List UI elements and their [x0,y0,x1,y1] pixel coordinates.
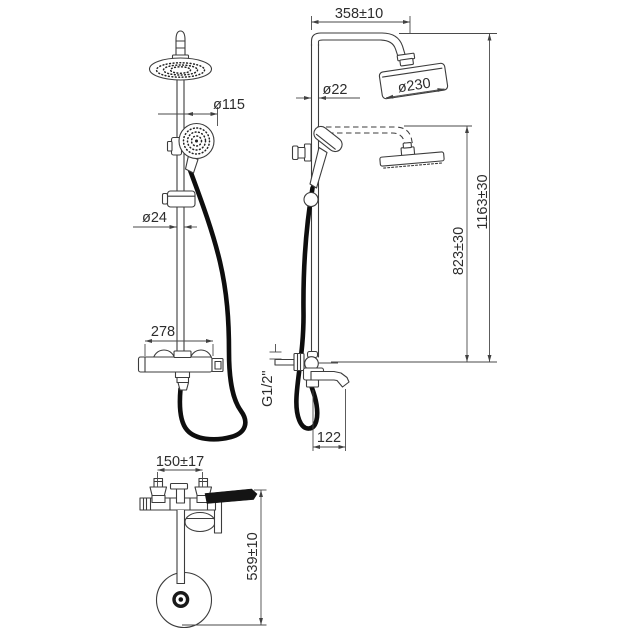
soap-dish-top [184,511,216,533]
tub-spout-side [310,370,350,388]
shower-hose-front [177,167,248,442]
overhead-shower-lowered-side [379,142,445,169]
hand-shower-front [178,122,215,174]
shower-hose-side [294,185,320,431]
side-view: ø230 [260,6,497,451]
dim-height-raised: 1163±30 [331,33,497,363]
dim-bar-diameter: ø24 [133,210,197,229]
tub-spout-top [204,488,258,504]
dim-mixer-width: 278 [144,324,214,356]
dim-spout-projection: 122 [312,389,346,451]
slide-ring-side [303,191,319,208]
shower-arm-side [310,32,416,67]
dim-label-handshower-diameter: ø115 [213,97,245,113]
shower-arm-lowered-dashed [317,126,414,149]
dim-label-arm-projection: 358±10 [335,6,383,22]
mixer-handle-left-top [149,477,168,504]
dim-label-wall-clearance: 539±10 [245,532,261,580]
dim-label-connection-thread: G1/2" [260,370,276,407]
shower-head-hub-top [172,591,190,609]
dim-handshower-diameter: ø115 [158,97,245,126]
dim-label-spout-projection: 122 [317,430,341,446]
dim-label-riser-diameter: ø22 [323,82,348,98]
dim-label-height-raised: 1163±30 [475,174,491,229]
dim-label-bar-diameter: ø24 [142,210,167,226]
dim-height-lowered: 823±30 [404,125,472,362]
dim-label-handle-spacing: 150±17 [156,454,204,470]
riser-pipe-front [176,77,185,359]
overhead-shower-front [148,57,213,81]
dim-label-height-lowered: 823±30 [451,227,467,275]
wall-connection-side [274,352,305,372]
front-view: ø115 ø24 278 [133,30,248,442]
handshower-holder-side [291,143,312,162]
dim-handle-spacing: 150±17 [156,454,204,487]
slide-clamp-front [161,190,196,208]
mixer-side [302,350,338,388]
hand-shower-side [309,125,343,189]
dim-wall-clearance: 539±10 [182,489,267,626]
dim-label-mixer-width: 278 [151,324,175,340]
mixer-front [137,349,224,391]
riser-pipe-top [176,509,186,585]
overhead-shower-stem-front [171,30,190,62]
dim-arm-projection: 358±10 [311,6,411,33]
top-view: 150±17 539±10 [139,454,267,629]
overhead-shower-side: ø230 [378,62,449,100]
dim-connection-thread: G1/2" [260,344,282,407]
dim-riser-diameter: ø22 [296,82,360,100]
